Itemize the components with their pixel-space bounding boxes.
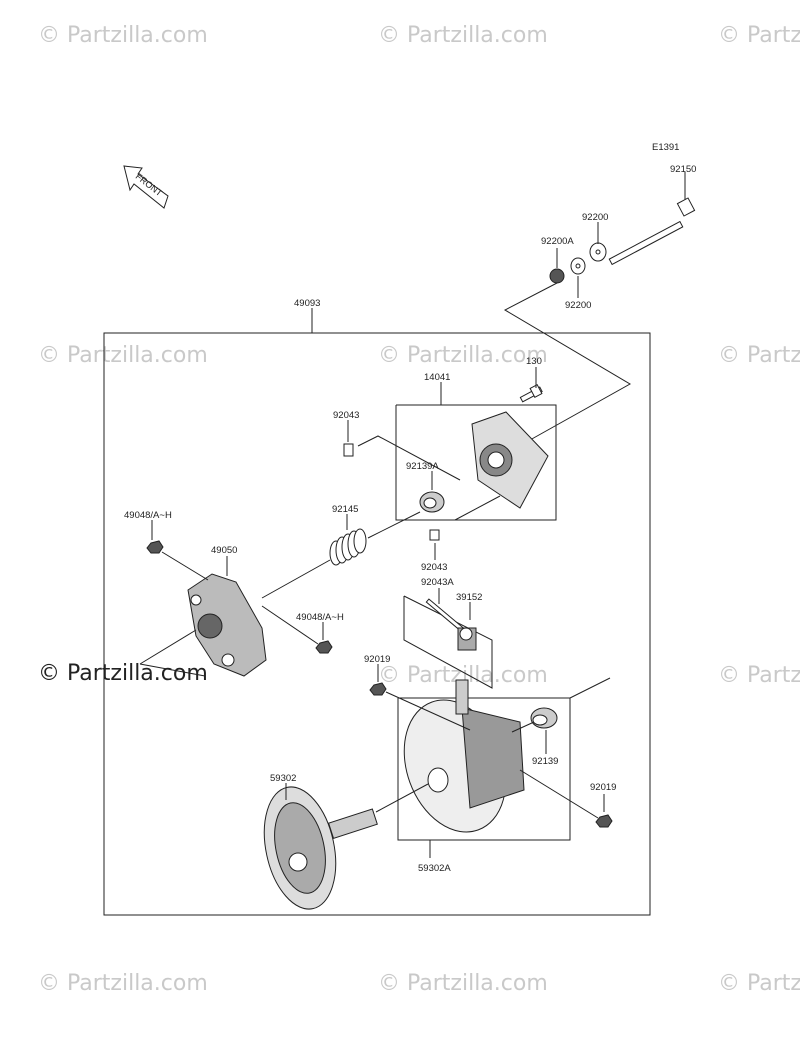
callout-92043a: 92043A	[421, 577, 454, 588]
watermark: © Partzilla.com	[38, 23, 208, 48]
callout-92200-top: 92200	[582, 212, 608, 223]
bushing-92139	[530, 707, 558, 729]
callout-14041: 14041	[424, 372, 450, 383]
front-arrow-icon: FRONT	[123, 165, 169, 209]
callout-59302a: 59302A	[418, 863, 451, 874]
callout-39152: 39152	[456, 592, 482, 603]
callout-49050: 49050	[211, 545, 237, 556]
watermark: © Partzilla.com	[378, 971, 548, 996]
nut-92200a	[549, 268, 565, 284]
nut-49048-left	[146, 540, 164, 554]
sheave-59302	[263, 786, 378, 910]
callout-92139a: 92139A	[406, 461, 439, 472]
pin-92043-mid	[429, 529, 440, 541]
callout-92200a: 92200A	[541, 236, 574, 247]
callout-49093: 49093	[294, 298, 320, 309]
diagram-code: E1391	[652, 142, 679, 153]
watermark: © Partzilla.com	[718, 971, 800, 996]
callout-92043-mid: 92043	[421, 562, 447, 573]
callout-92139: 92139	[532, 756, 558, 767]
assembly-box	[103, 332, 651, 916]
callout-92019-right: 92019	[590, 782, 616, 793]
pin-92043-top	[343, 443, 354, 457]
spring-92145	[329, 528, 367, 566]
watermark: © Partzilla.com	[38, 343, 208, 368]
bolt-92150	[608, 197, 696, 266]
nut-92019-right	[595, 814, 613, 828]
sheave-59302a	[403, 679, 525, 833]
watermark: © Partzilla.com	[378, 23, 548, 48]
watermark-dark: © Partzilla.com	[38, 661, 208, 686]
callout-130: 130	[526, 356, 542, 367]
callout-59302: 59302	[270, 773, 296, 784]
callout-labels: 92150 92200 92200A 92200 49093 130 14041…	[124, 164, 696, 874]
watermark: © Partzilla.com	[718, 343, 800, 368]
watermark: © Partzilla.com	[718, 23, 800, 48]
callout-92200-bottom: 92200	[565, 300, 591, 311]
callout-92019-left: 92019	[364, 654, 390, 665]
watermark: © Partzilla.com	[38, 971, 208, 996]
bolt-130	[519, 384, 543, 403]
callout-92043-top: 92043	[333, 410, 359, 421]
callout-49048-left: 49048/A~H	[124, 510, 172, 521]
callout-49048-right: 49048/A~H	[296, 612, 344, 623]
nut-92019-left	[369, 682, 387, 696]
watermark: © Partzilla.com	[378, 343, 548, 368]
watermark: © Partzilla.com	[718, 663, 800, 688]
roller-39152	[457, 627, 477, 651]
nut-49048-right	[315, 640, 333, 654]
cover-14041	[471, 411, 549, 509]
bushing-92139a	[419, 491, 445, 513]
callout-92145: 92145	[332, 504, 358, 515]
spider-49050	[187, 573, 267, 677]
callout-92150: 92150	[670, 164, 696, 175]
watermark-layer: © Partzilla.com © Partzilla.com © Partzi…	[38, 23, 800, 996]
